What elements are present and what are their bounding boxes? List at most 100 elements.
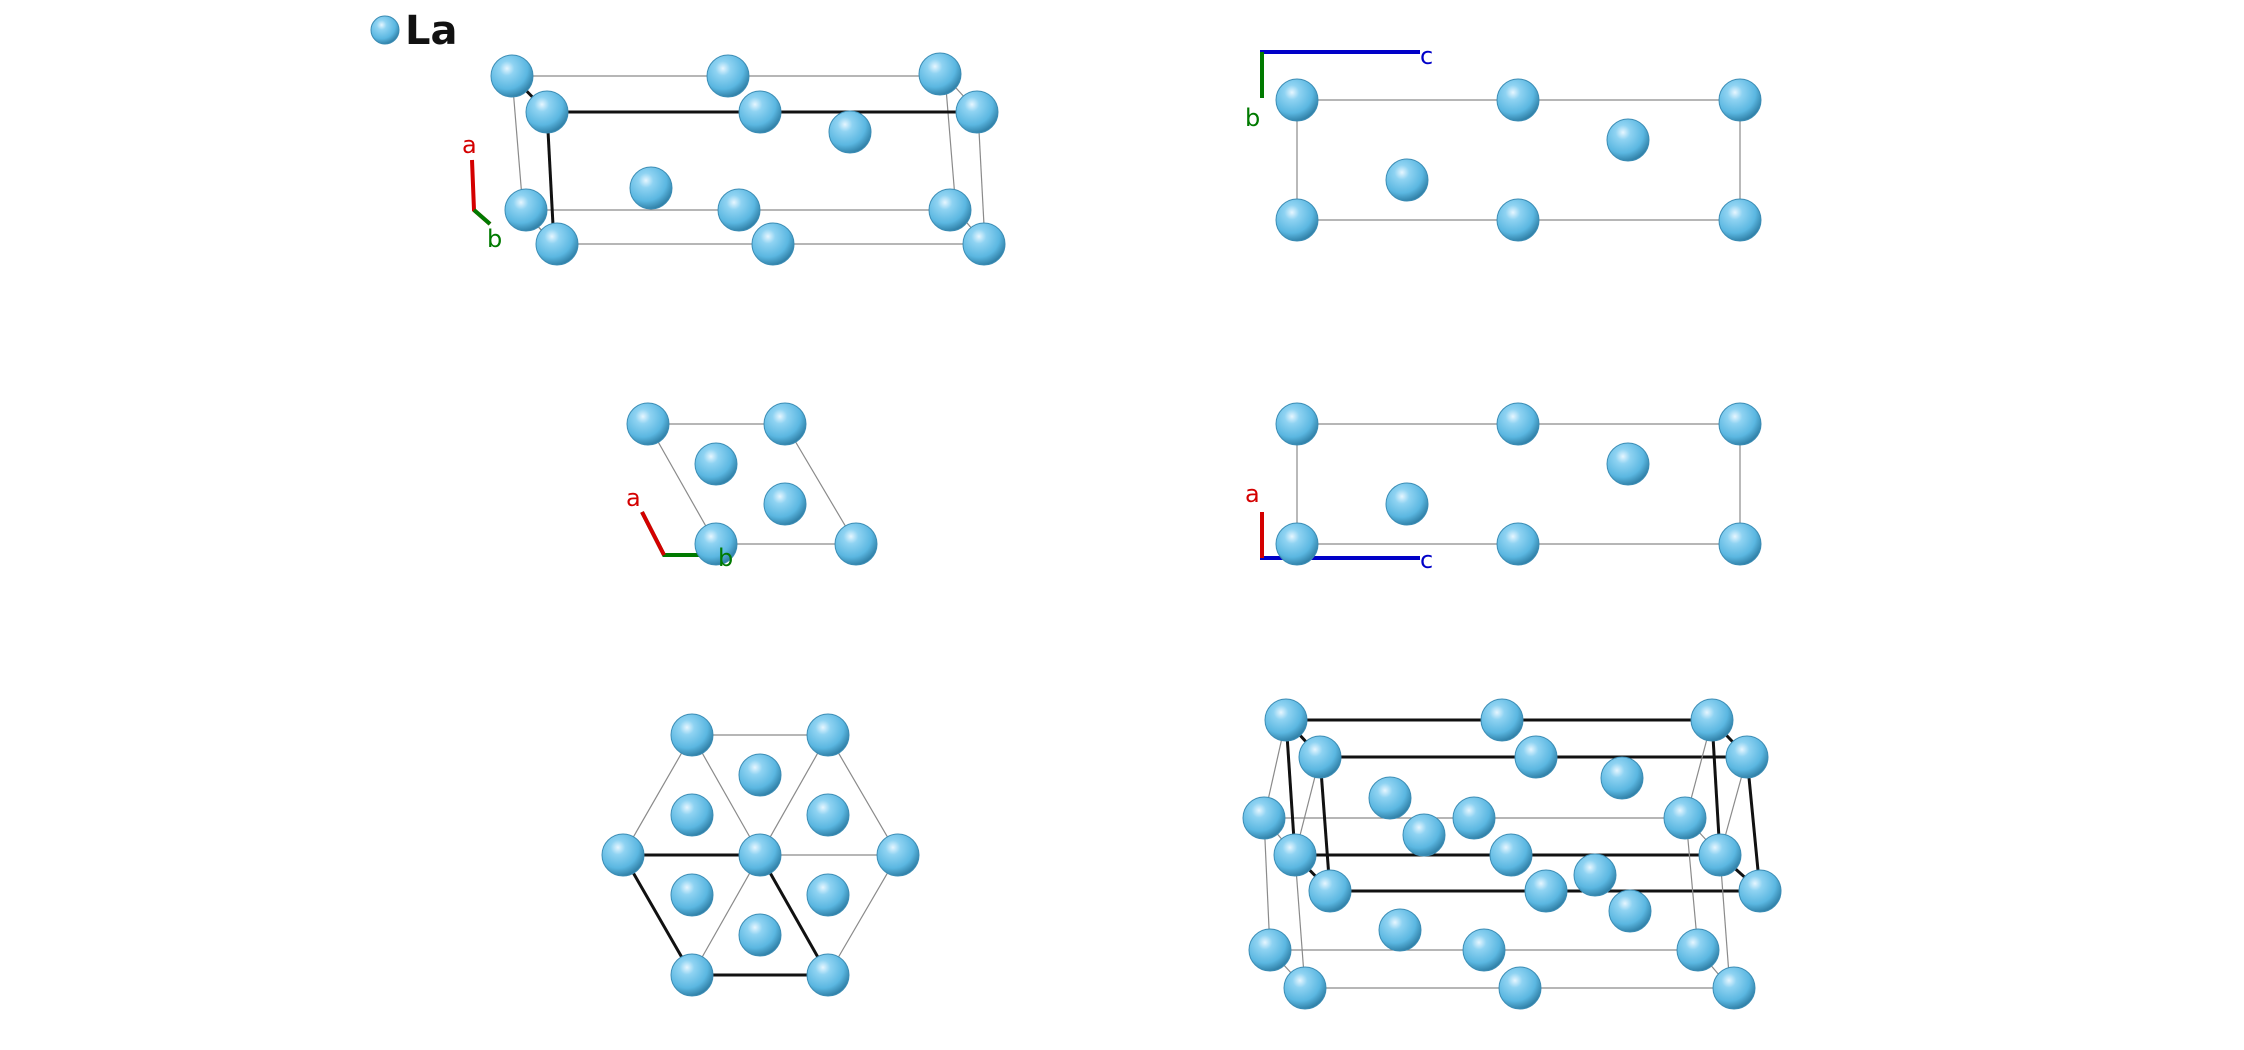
cell-edge [691,854,761,976]
cell-edge [647,423,717,545]
la-atom [1738,869,1782,913]
la-atom [1385,158,1429,202]
cell-edge [691,734,761,856]
la-atom [955,90,999,134]
la-atom [738,90,782,134]
la-atom [1385,482,1429,526]
la-atom [876,833,920,877]
la-atom [751,222,795,266]
la-atom [1573,853,1617,897]
la-atom [1275,522,1319,566]
la-atom [738,753,782,797]
la-atom [1514,735,1558,779]
la-atom [1298,735,1342,779]
la-atom [525,90,569,134]
la-atom [1275,402,1319,446]
la-atom [1606,118,1650,162]
la-atom [1718,402,1762,446]
la-atom [694,442,738,486]
la-atom [1606,442,1650,486]
cell-edge [827,854,899,976]
la-atom [806,953,850,997]
la-atom [1368,776,1412,820]
la-atom [1273,833,1317,877]
la-atom [1402,813,1446,857]
la-atom [1378,908,1422,952]
la-atom [670,793,714,837]
la-atom [504,188,548,232]
cell-edge [511,75,524,211]
la-atom [806,713,850,757]
axis-label-a: a [462,131,477,159]
la-atom [738,913,782,957]
cell-edge [784,423,857,545]
la-atom [1663,796,1707,840]
axis-labels: a b c b a b a c [462,42,1433,574]
la-atom [828,110,872,154]
axis-label-a: a [1245,480,1260,508]
axis-label-b: b [1245,104,1260,132]
cell-edge [1719,854,1731,989]
la-atom [1676,928,1720,972]
cell-edge [621,854,694,976]
axis-label-b: b [718,544,733,572]
la-atom [1718,198,1762,242]
la-atom [834,522,878,566]
panel-view-along-c [626,402,878,566]
cell-edge [1685,817,1699,951]
axis-label-a: a [626,484,641,512]
la-atom [1275,78,1319,122]
la-atom [1308,869,1352,913]
cell-edge [1318,756,1332,892]
la-atom [1275,198,1319,242]
legend-label: La [405,8,457,54]
la-atom [670,873,714,917]
la-atom [1264,698,1308,742]
axis-label-c: c [1420,546,1433,574]
la-atom [1600,756,1644,800]
la-atom [918,52,962,96]
axis-label-c: c [1420,42,1433,70]
axis-b-arrow [472,208,492,226]
cell-edge [759,734,829,856]
la-atom [1242,796,1286,840]
la-atom [763,402,807,446]
la-atom [670,713,714,757]
la-atom [806,793,850,837]
la-atom [1496,402,1540,446]
la-atom [535,222,579,266]
la-atom [601,833,645,877]
la-atom [670,953,714,997]
la-atom [962,222,1006,266]
la-atom [806,873,850,917]
panel-supercell-perspective [1242,698,1782,1010]
la-atom [1608,889,1652,933]
legend: La [370,8,457,54]
la-atom [717,188,761,232]
axis-label-b: b [487,225,502,253]
la-atom [1498,966,1542,1010]
la-atom [1462,928,1506,972]
cell-edge [758,854,830,976]
la-atom [1690,698,1734,742]
la-atom [1452,796,1496,840]
la-atom [694,522,738,566]
la-atom [490,54,534,98]
la-atom [763,482,807,526]
la-atom [1698,833,1742,877]
panel-view-along-b [1260,402,1762,566]
la-atom [1496,198,1540,242]
la-atom [1725,735,1769,779]
la-atom [626,402,670,446]
cell-edge [1284,719,1297,856]
legend-atom-icon [370,15,400,45]
la-atom [1489,833,1533,877]
cell-edge [977,111,986,245]
la-atom [1480,698,1524,742]
la-atom [928,188,972,232]
cell-edge [827,734,899,856]
la-atom [1283,966,1327,1010]
cell-edge [1263,817,1271,951]
la-atom [1496,78,1540,122]
